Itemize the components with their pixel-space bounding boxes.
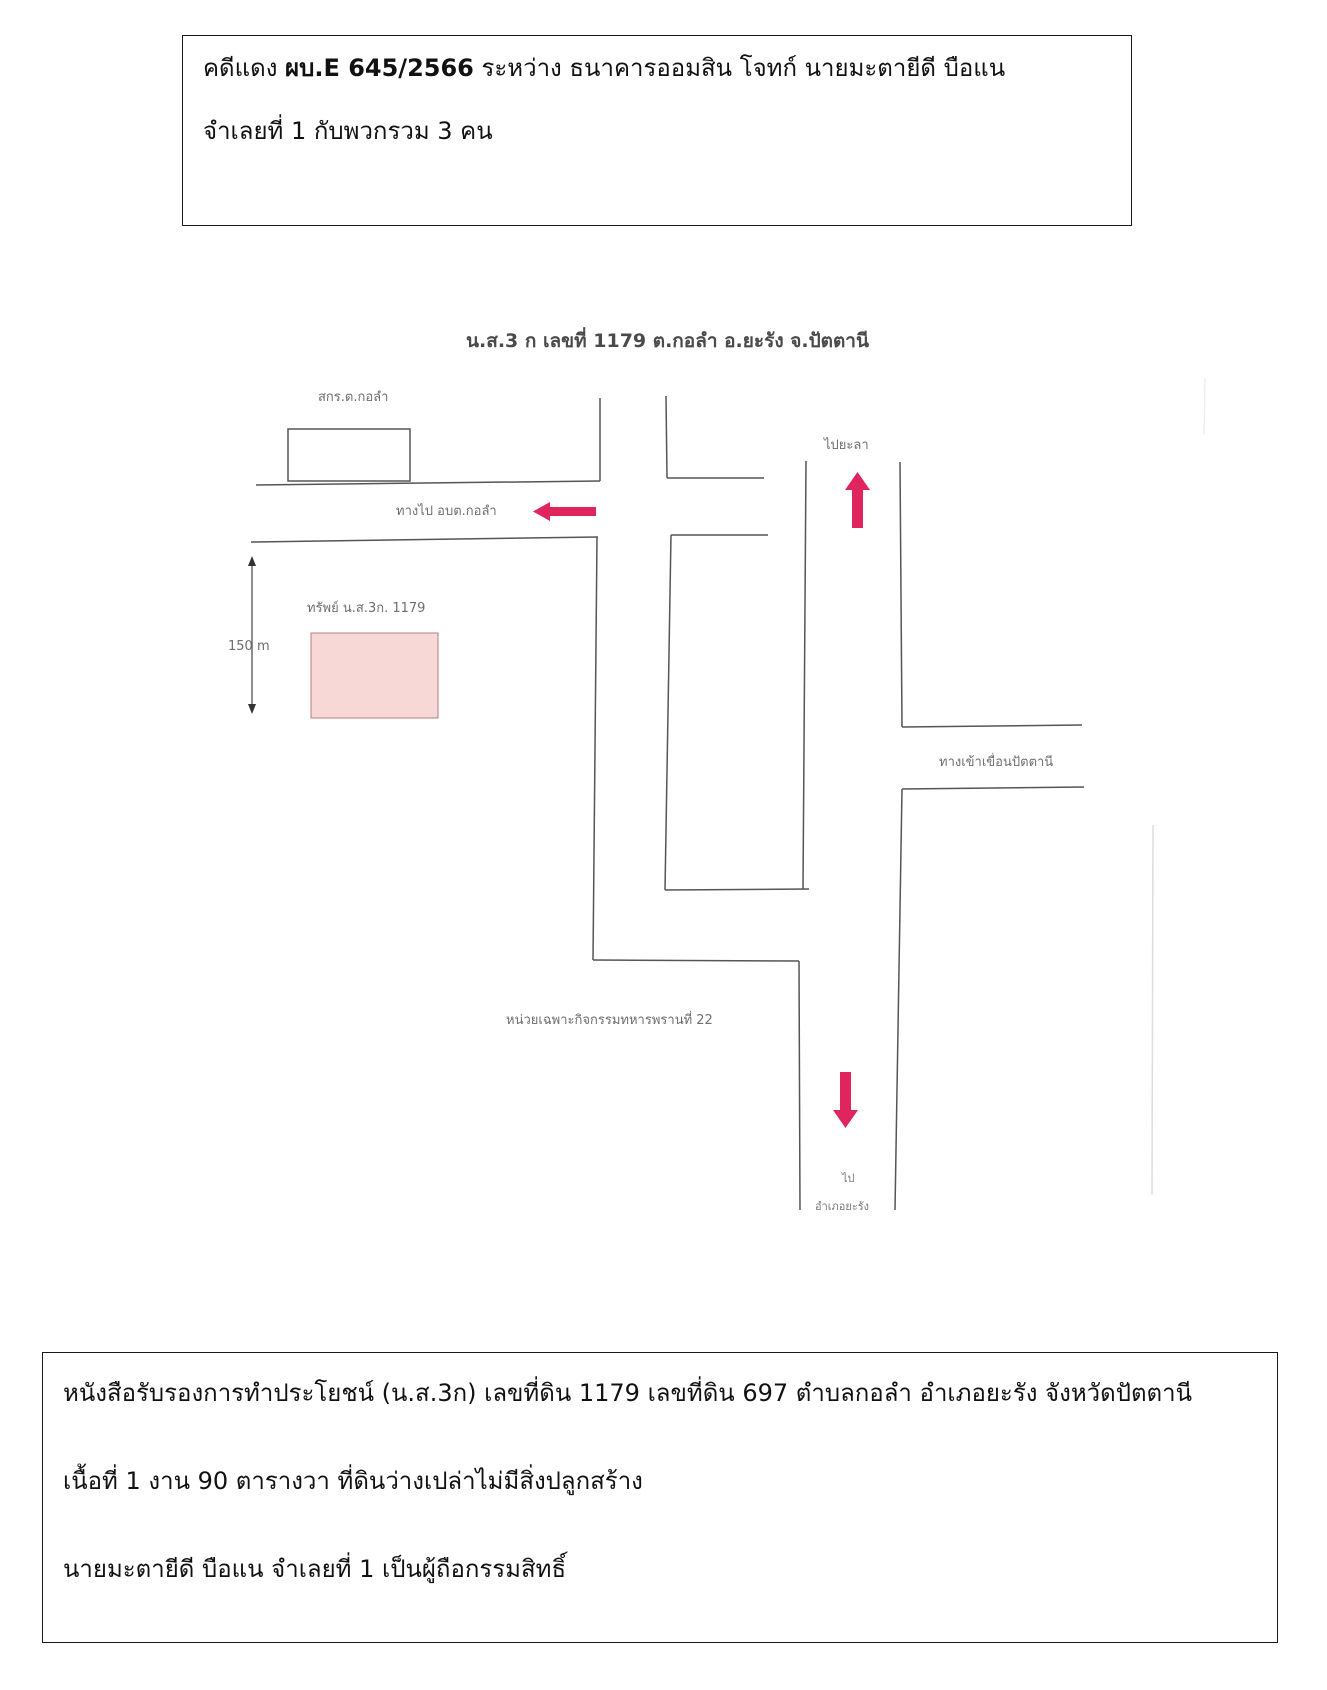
arrow-down-icon <box>833 1072 858 1128</box>
road-west-bottom-edge <box>250 536 599 543</box>
case-header-line-1: คดีแดง ผบ.E 645/2566 ระหว่าง ธนาคารออมสิ… <box>203 54 1111 82</box>
road-south-east-edge <box>894 788 903 1211</box>
road-west-top-edge <box>255 480 601 486</box>
property-info-line-2: เนื้อที่ 1 งาน 90 ตารางวา ที่ดินว่างเปล่… <box>63 1467 643 1495</box>
distance-arrow-down <box>248 704 256 714</box>
case-prefix: คดีแดง <box>203 54 286 82</box>
road-bend-bottom-edge <box>592 959 800 962</box>
block-upper-left-edge <box>665 395 668 479</box>
label-property: ทรัพย์ น.ส.3ก. 1179 <box>307 600 425 616</box>
road-main-west-edge-lower <box>592 536 598 961</box>
road-east-east-edge-upper <box>899 461 903 728</box>
arrow-left-icon <box>533 502 596 521</box>
label-to-district-1: ไป <box>841 1172 855 1185</box>
property-info-line-3: นายมะตายีดี บือแน จำเลยที่ 1 เป็นผู้ถือก… <box>63 1555 567 1583</box>
block-lower-bottom-edge <box>664 888 810 891</box>
label-to-district-2: อำเภอยะรัง <box>815 1200 869 1213</box>
property-parcel <box>310 632 439 719</box>
case-parties: ระหว่าง ธนาคารออมสิน โจทก์ นายมะตายีดี บ… <box>473 54 1006 82</box>
label-to-obt: ทางไป อบต.กอลำ <box>396 503 497 519</box>
case-header-line-2: จำเลยที่ 1 กับพวกรวม 3 คน <box>203 117 493 145</box>
case-header-box: คดีแดง ผบ.E 645/2566 ระหว่าง ธนาคารออมสิ… <box>182 35 1132 226</box>
label-military-unit: หน่วยเฉพาะกิจกรรมทหารพรานที่ 22 <box>506 1011 713 1028</box>
label-office: สกร.ต.กอลำ <box>318 390 388 405</box>
property-info-line-1: หนังสือรับรองการทำประโยชน์ (น.ส.3ก) เลขท… <box>63 1379 1193 1407</box>
case-number: ผบ.E 645/2566 <box>285 54 474 82</box>
property-info-box: หนังสือรับรองการทำประโยชน์ (น.ส.3ก) เลขท… <box>42 1352 1278 1643</box>
block-lower-left-edge <box>664 534 672 891</box>
road-dam-top-edge <box>901 724 1083 728</box>
arrow-up-icon <box>845 472 870 528</box>
label-distance: 150 m <box>228 639 270 654</box>
distance-arrow-up <box>248 556 256 566</box>
map-title: น.ส.3 ก เลขที่ 1179 ต.กอลำ อ.ยะรัง จ.ปัต… <box>466 330 869 352</box>
label-to-dam: ทางเข้าเขื่อนปัตตานี <box>939 753 1053 770</box>
road-east-west-edge <box>802 460 807 890</box>
road-dam-bottom-edge <box>901 786 1085 790</box>
label-to-yala: ไปยะลา <box>823 437 869 453</box>
office-building <box>287 428 411 482</box>
map-right-border <box>1151 824 1154 1196</box>
road-south-west-edge <box>798 960 801 1211</box>
map-right-border-upper <box>1203 377 1206 436</box>
